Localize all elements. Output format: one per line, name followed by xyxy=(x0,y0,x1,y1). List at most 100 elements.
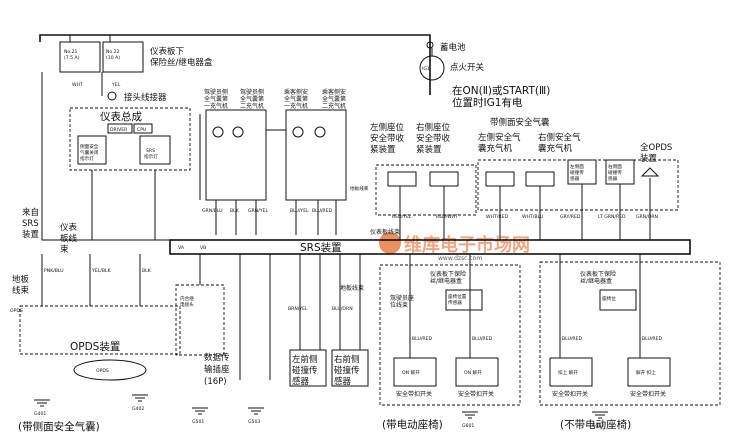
svg-text:囊充气机: 囊充气机 xyxy=(538,143,573,154)
svg-text:右侧面: 右侧面 xyxy=(608,163,622,170)
meter-assembly: 接头线接器 WHT YEL 仪表总成 DRIVER CPU 侧面安全 气囊关闭 … xyxy=(41,72,191,195)
svg-text:碰撞传: 碰撞传 xyxy=(292,365,318,376)
svg-text:座椅位: 座椅位 xyxy=(602,295,616,302)
svg-text:PNK/BLU: PNK/BLU xyxy=(44,268,64,274)
svg-text:乘客侧安: 乘客侧安 xyxy=(284,88,308,96)
watermark-url: www.dzsc.com xyxy=(438,255,482,262)
watermark-text: 维库电子市场网 xyxy=(404,234,530,256)
svg-text:G602: G602 xyxy=(592,423,604,429)
left-front-sensor-1: 左前侧 xyxy=(292,354,318,365)
svg-text:BLU/RED: BLU/RED xyxy=(642,336,662,342)
svg-text:G503: G503 xyxy=(248,419,260,425)
right-front-sensor-1: 右前侧 xyxy=(334,354,360,365)
opds-full-label: 全OPDS xyxy=(640,142,672,153)
svg-text:VB: VB xyxy=(200,245,206,251)
svg-text:仪表板下保险: 仪表板下保险 xyxy=(580,270,616,278)
svg-text:座椅位置: 座椅位置 xyxy=(448,293,467,300)
ground-g401: G401 xyxy=(34,399,50,417)
ignition-section: 蓄电池 IG1 点火开关 在ON(Ⅱ)或START(Ⅲ) 位置时IG1有电 xyxy=(419,41,550,109)
svg-text:丝/继电器盒: 丝/继电器盒 xyxy=(580,277,612,285)
svg-text:G402: G402 xyxy=(132,406,144,412)
svg-text:OPDS: OPDS xyxy=(96,368,109,374)
svg-text:No.21: No.21 xyxy=(64,49,78,55)
svg-text:安全带收: 安全带收 xyxy=(370,133,405,144)
floor-harness-top: 地板线束 xyxy=(350,185,369,192)
ignition-note-1: 在ON(Ⅱ)或START(Ⅲ) xyxy=(452,85,550,97)
svg-text:YEL: YEL xyxy=(111,82,121,88)
side-airbag-bottom-label: (带侧面安全气囊) xyxy=(18,420,100,433)
svg-text:扣上 解开: 扣上 解开 xyxy=(558,369,578,376)
svg-text:电接头: 电接头 xyxy=(180,301,194,308)
svg-text:WHT: WHT xyxy=(72,82,83,88)
seat-sections: 驾驶员座 位线束 仪表板下保险 丝/继电器盒 仪表板下保险 丝/继电器盒 座椅位… xyxy=(379,254,721,431)
data-link-1: 数据传 xyxy=(204,352,230,363)
svg-text:ON 解开: ON 解开 xyxy=(464,369,482,376)
svg-text:指示灯: 指示灯 xyxy=(144,153,158,160)
svg-text:RED/WHT: RED/WHT xyxy=(436,214,458,220)
floor-harness-left-1: 地板 xyxy=(12,274,30,285)
front-inflators: 驾驶员侧 全气囊第 一充气机 驾驶员侧 全气囊第 二充气机 乘客侧安 全气囊第 … xyxy=(199,88,347,235)
svg-text:LT GRN/RED: LT GRN/RED xyxy=(598,214,626,220)
ground-g601: G601 xyxy=(462,411,478,429)
from-srs-1: 来自 xyxy=(22,207,39,218)
svg-text:BLU/YEL: BLU/YEL xyxy=(290,208,309,214)
svg-text:驾驶员侧: 驾驶员侧 xyxy=(204,88,228,96)
side-curtain-title: 带侧面安全气囊 xyxy=(490,117,550,128)
svg-text:束: 束 xyxy=(60,245,69,255)
svg-text:板线: 板线 xyxy=(60,233,78,244)
svg-text:输插座: 输插座 xyxy=(204,364,230,375)
svg-text:乘客侧安: 乘客侧安 xyxy=(322,88,346,96)
svg-text:碰撞传: 碰撞传 xyxy=(570,169,584,176)
side-inflators: 左侧座位 安全带收 紧装置 右侧座位 安全带收 紧装置 带侧面安全气囊 左侧安全… xyxy=(350,117,679,240)
svg-text:紧装置: 紧装置 xyxy=(416,144,442,155)
svg-text:线束: 线束 xyxy=(12,285,30,296)
dash-harness-left-1: 仪表 xyxy=(60,222,78,233)
svg-text:感器: 感器 xyxy=(292,376,310,387)
no-power-seat-label: (不带电动座椅) xyxy=(560,418,631,431)
fuse-b-1: 仪表板下保险 xyxy=(430,270,466,278)
svg-text:No.22: No.22 xyxy=(106,49,120,55)
seat-harness-1: 驾驶员座 xyxy=(390,294,414,302)
ground-g501: G501 xyxy=(192,407,208,425)
svg-text:碰撞传: 碰撞传 xyxy=(334,365,360,376)
svg-text:BLU/RED: BLU/RED xyxy=(412,336,432,342)
ground-g602: G602 xyxy=(592,411,608,429)
svg-text:RED/YEL: RED/YEL xyxy=(392,214,412,220)
svg-text:GRY/RED: GRY/RED xyxy=(560,214,581,220)
svg-text:CPU: CPU xyxy=(137,127,146,133)
svg-text:BLU/RED: BLU/RED xyxy=(312,208,332,214)
svg-text:感器: 感器 xyxy=(570,175,580,182)
svg-text:GRN/BLU: GRN/BLU xyxy=(202,208,223,214)
fuse-box: No.21 (7.5 A) No.22 (10 A) 仪表板下 保险丝/继电器盒 xyxy=(39,34,431,95)
svg-text:WHT/BLU: WHT/BLU xyxy=(522,214,543,220)
power-seat-label: (带电动座椅) xyxy=(382,418,443,431)
svg-text:左侧安全气: 左侧安全气 xyxy=(478,132,521,143)
svg-text:安全带扣开关: 安全带扣开关 xyxy=(630,390,666,398)
svg-text:BLK: BLK xyxy=(230,208,240,214)
svg-text:SRS: SRS xyxy=(22,219,39,229)
svg-text:紧装置: 紧装置 xyxy=(370,144,396,155)
ground-g503: G503 xyxy=(248,407,264,425)
svg-text:安全带扣开关: 安全带扣开关 xyxy=(458,390,494,398)
ground-g402: G402 xyxy=(132,394,148,412)
svg-text:位线束: 位线束 xyxy=(390,301,408,309)
svg-text:二充气机: 二充气机 xyxy=(322,102,346,110)
svg-text:OPDS: OPDS xyxy=(10,308,23,314)
buckle-switch-1: 安全带扣开关 xyxy=(396,390,432,398)
fuse-box-label-1: 仪表板下 xyxy=(150,46,185,57)
data-link-section: 内合继 电接头 数据传 输插座 (16P) 左前侧 碰撞传 感器 右前侧 碰撞传… xyxy=(175,254,369,387)
srs-unit: VA VB SRS装置 xyxy=(41,160,691,255)
svg-text:传感器: 传感器 xyxy=(448,299,462,306)
opds-section: 来自 SRS 装置 仪表 板线 束 地板 线束 OPDS OPDS装置 OPDS… xyxy=(10,207,181,381)
watermark: 维库电子市场网 www.dzsc.com xyxy=(379,232,530,262)
svg-text:装置: 装置 xyxy=(640,153,658,164)
svg-text:内合继: 内合继 xyxy=(180,295,194,302)
right-seatbelt-1: 右侧座位 xyxy=(416,122,451,133)
svg-text:解开 扣上: 解开 扣上 xyxy=(636,369,656,376)
svg-text:二充气机: 二充气机 xyxy=(240,102,264,110)
svg-text:GRN/YEL: GRN/YEL xyxy=(248,208,268,214)
svg-text:囊充气机: 囊充气机 xyxy=(478,143,513,154)
